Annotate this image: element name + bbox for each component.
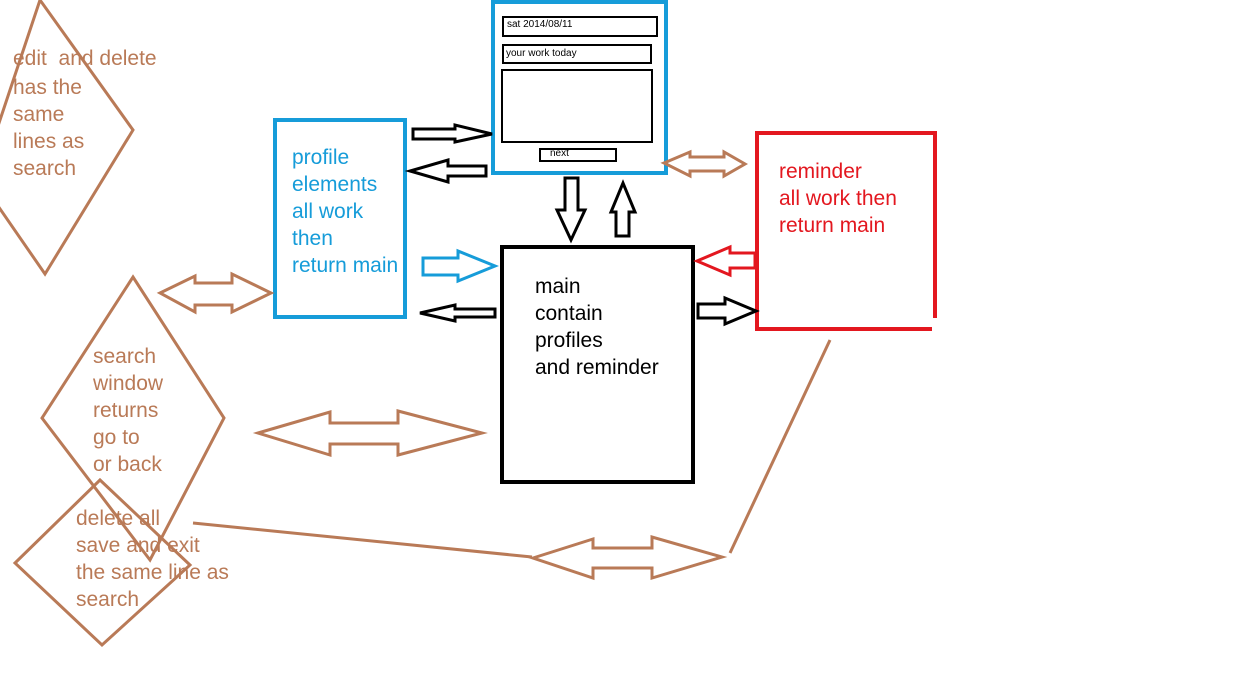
reminder-box (755, 131, 937, 331)
next-button-box (539, 148, 617, 162)
main-label: main contain profiles and reminder (535, 275, 659, 379)
arrow-reminder-to-main (693, 244, 757, 278)
note-edit-delete: has the same lines as search (13, 76, 85, 180)
date-field-box (502, 16, 658, 37)
arrow-main-to-reminder (696, 295, 760, 327)
arrow-main-to-profile (419, 303, 497, 323)
work-field-box (502, 44, 652, 64)
main-box (500, 245, 695, 484)
work-textarea (501, 69, 653, 143)
next-button[interactable]: next (550, 148, 569, 159)
work-field[interactable]: your work today (506, 48, 577, 59)
note-delete-all: delete all save and exit the same line a… (76, 507, 229, 611)
note-search-window: search window returns go to or back (93, 345, 164, 476)
profile-label: profile elements all work then return ma… (292, 146, 399, 277)
edit-delete-diamond (0, 0, 135, 277)
search-diamond (40, 274, 226, 563)
arrow-profile-to-form (411, 123, 493, 144)
double-arrow-search-profile (156, 271, 275, 315)
reminder-label: reminder all work then return main (779, 160, 897, 237)
date-field[interactable]: sat 2014/08/11 (507, 19, 573, 30)
profile-box (273, 118, 407, 319)
double-arrow-form-reminder (660, 149, 749, 179)
phone-form-box (491, 0, 668, 175)
arrow-form-to-main (554, 176, 588, 244)
connector-reminder-line (728, 339, 832, 554)
connector-delete-all-line (192, 521, 533, 559)
arrow-form-to-profile (404, 158, 488, 184)
arrow-main-to-form (608, 179, 638, 238)
delete-all-diamond (12, 477, 193, 648)
arrow-profile-to-main (421, 248, 499, 284)
double-arrow-bottom (528, 535, 728, 581)
note-edit-delete-line1: edit and delete (13, 47, 157, 70)
double-arrow-search-main (252, 409, 488, 458)
